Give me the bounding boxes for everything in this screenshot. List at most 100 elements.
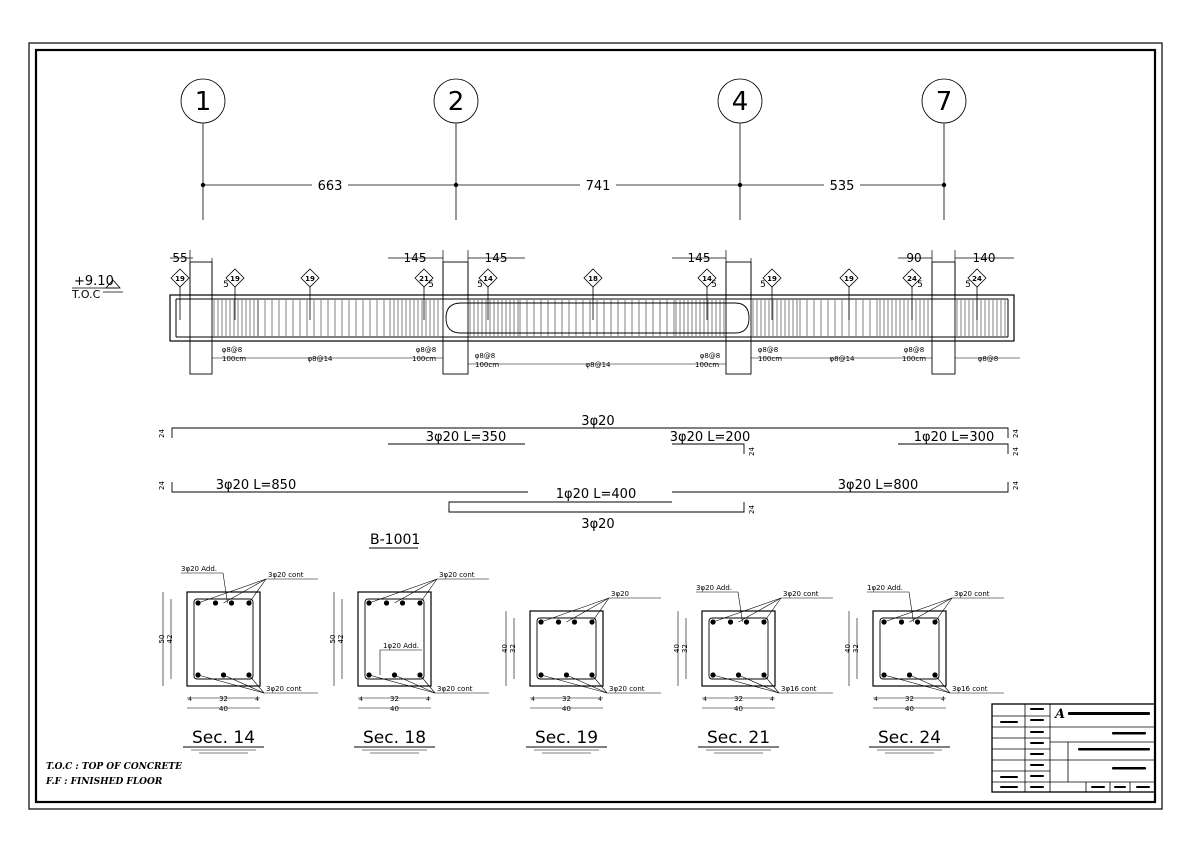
beam-elevation bbox=[169, 261, 1015, 375]
inner-height-dim: 32 bbox=[681, 644, 689, 653]
stirrup-dense-label: φ8@8 bbox=[475, 352, 496, 360]
width-dim: 40 bbox=[734, 705, 743, 713]
leader-line bbox=[540, 597, 610, 623]
leader-line bbox=[419, 578, 438, 604]
span-dimension: 741 bbox=[586, 179, 611, 194]
cover-dim: 4 bbox=[703, 696, 707, 703]
leader-line bbox=[566, 597, 610, 623]
top-rebar bbox=[914, 619, 921, 625]
gap-dimension: 5 bbox=[223, 280, 229, 290]
section-outline bbox=[357, 591, 432, 687]
leader-line bbox=[909, 674, 951, 694]
bar-label: 3φ20 L=350 bbox=[426, 430, 506, 445]
width-dim: 40 bbox=[390, 705, 399, 713]
title-block-script bbox=[1000, 708, 1150, 788]
leader-line bbox=[248, 578, 267, 604]
leader-line bbox=[591, 674, 608, 694]
inner-width-dim: 32 bbox=[390, 695, 399, 703]
leader-line bbox=[223, 674, 265, 694]
leader-line bbox=[394, 674, 436, 694]
leader-line bbox=[763, 674, 780, 694]
section-outline bbox=[872, 610, 947, 687]
cover-dim: 4 bbox=[531, 696, 535, 703]
beam-name: B-1001 bbox=[370, 532, 420, 548]
leader-line bbox=[394, 578, 438, 604]
height-dim: 50 bbox=[158, 635, 166, 644]
axis-label: 2 bbox=[448, 87, 465, 117]
stirrup-sparse-label: φ8@14 bbox=[586, 361, 612, 369]
leader-line bbox=[934, 674, 951, 694]
inner-height-dim: 32 bbox=[509, 644, 517, 653]
hook-length: 24 bbox=[1012, 447, 1020, 456]
top-rebar bbox=[383, 600, 390, 606]
section-tag: 19 bbox=[230, 275, 240, 283]
dimension-text: 90 bbox=[906, 251, 921, 265]
height-dim: 40 bbox=[844, 644, 852, 653]
stirrup-dense-label: φ8@8 bbox=[700, 352, 721, 360]
section-outline bbox=[701, 610, 776, 687]
gap-dimension: 5 bbox=[711, 280, 717, 290]
stirrup-zone-label: 100cm bbox=[222, 355, 246, 363]
axis-grid bbox=[180, 78, 967, 220]
cover-dim: 4 bbox=[188, 696, 192, 703]
inner-width-dim: 32 bbox=[219, 695, 228, 703]
leader-line bbox=[222, 572, 228, 604]
inner-height-dim: 42 bbox=[166, 635, 174, 644]
top-rebar bbox=[555, 619, 562, 625]
stirrup-outline bbox=[708, 617, 769, 680]
stirrup-dense-label: φ8@8 bbox=[904, 346, 925, 354]
beam-outline bbox=[169, 294, 1015, 342]
width-dim: 40 bbox=[219, 705, 228, 713]
section-title: Sec. 18 bbox=[363, 728, 426, 748]
bar-label: 3φ20 L=800 bbox=[838, 478, 918, 493]
stirrup-outline bbox=[536, 617, 597, 680]
hook-length: 24 bbox=[748, 505, 756, 514]
leader-line bbox=[419, 674, 436, 694]
cover-dim: 4 bbox=[255, 696, 259, 703]
stirrup-zone-label: 100cm bbox=[902, 355, 926, 363]
leader-line bbox=[763, 597, 782, 623]
leader-line bbox=[712, 674, 780, 694]
bar-label: 1φ20 L=300 bbox=[914, 430, 994, 445]
top-rebar bbox=[399, 600, 406, 606]
section-title: Sec. 14 bbox=[192, 728, 255, 748]
bar-label: 1φ20 L=400 bbox=[556, 487, 636, 502]
section-tag: 24 bbox=[907, 275, 917, 283]
section-title: Sec. 19 bbox=[535, 728, 598, 748]
inner-width-dim: 32 bbox=[562, 695, 571, 703]
cover-dim: 4 bbox=[941, 696, 945, 703]
bottom-label: 3φ20 cont bbox=[609, 685, 645, 693]
cover-dim: 4 bbox=[359, 696, 363, 703]
axis-label: 7 bbox=[936, 87, 953, 117]
section-outline bbox=[186, 591, 261, 687]
column bbox=[725, 261, 752, 375]
column bbox=[189, 261, 213, 375]
width-dim: 40 bbox=[905, 705, 914, 713]
level-mark: +9.10 T.O.C bbox=[71, 274, 123, 301]
leader-line bbox=[540, 674, 608, 694]
dimension-text: 145 bbox=[485, 251, 508, 265]
leader-line bbox=[591, 597, 610, 623]
cover-dim: 4 bbox=[598, 696, 602, 703]
axis-label: 1 bbox=[195, 87, 212, 117]
section-title: Sec. 24 bbox=[878, 728, 941, 748]
leader-line bbox=[379, 649, 422, 675]
leader-line bbox=[223, 578, 267, 604]
hook-length: 24 bbox=[748, 447, 756, 456]
title-block bbox=[991, 703, 1156, 793]
column bbox=[931, 261, 956, 375]
top-add-label: 3φ20 Add. bbox=[181, 565, 217, 573]
inner-frame bbox=[34, 48, 1157, 804]
stirrup-sparse-label: φ8@14 bbox=[308, 355, 334, 363]
hook-length: 24 bbox=[1012, 481, 1020, 490]
section-tag: 19 bbox=[767, 275, 777, 283]
height-dim: 40 bbox=[501, 644, 509, 653]
sheet-letter: A bbox=[1053, 707, 1065, 722]
leader-line bbox=[738, 597, 782, 623]
leader-line bbox=[883, 597, 953, 623]
section-tag: 21 bbox=[419, 275, 429, 283]
dimension-text: 145 bbox=[688, 251, 711, 265]
